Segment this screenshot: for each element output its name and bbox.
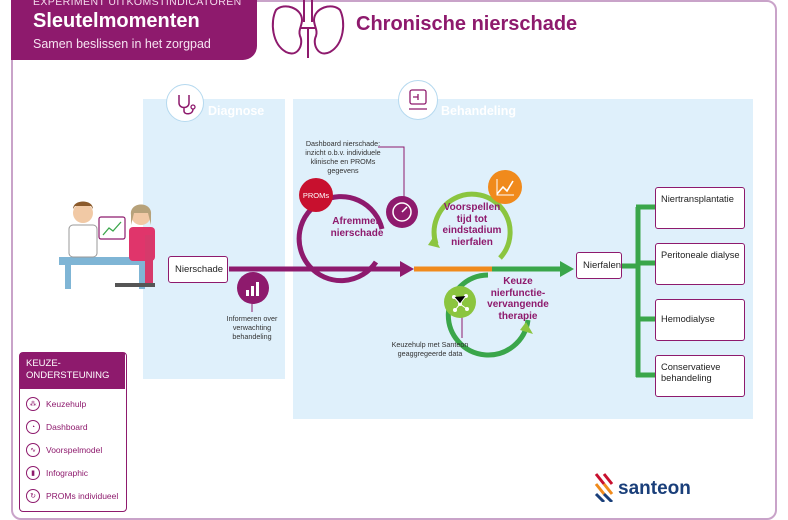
dashboard-note: Dashboard nierschade: inzicht o.b.v. ind… xyxy=(305,139,381,175)
proms-label: PROMs xyxy=(302,190,330,200)
santeon-logo-text: santeon xyxy=(618,478,691,499)
option-peritoneale-dialyse: Peritoneale dialyse xyxy=(655,243,745,285)
legend-label: Dashboard xyxy=(46,422,88,432)
voorspelmodel-icon: ∿ xyxy=(26,443,40,457)
legend-label: Keuzehulp xyxy=(46,399,87,409)
voorspellen-label: Voorspellen tijd tot eindstadium nierfal… xyxy=(442,202,502,248)
header-supertitle: EXPERIMENT UITKOMSTINDICATOREN xyxy=(33,0,242,8)
keuzehulp-note: Keuzehulp met Santeon geaggregeerde data xyxy=(391,340,469,358)
purple-arrow-head xyxy=(400,261,414,277)
afremmen-ring xyxy=(296,194,385,284)
stethoscope-icon xyxy=(166,84,204,122)
voorspellen-ring xyxy=(431,191,513,260)
legend-item-keuzehulp: ⁂ Keuzehulp xyxy=(26,396,86,412)
green-arrow-head xyxy=(560,261,574,277)
keuzehulp-icon: ⁂ xyxy=(26,397,40,411)
treatment-icon xyxy=(398,80,438,120)
santeon-logo-mark xyxy=(594,473,614,502)
legend-title: KEUZE-ONDERSTEUNING xyxy=(20,353,125,389)
behandeling-title: Behandeling xyxy=(441,104,517,118)
legend-panel: KEUZE-ONDERSTEUNING ⁂ Keuzehulp ◔ Dashbo… xyxy=(19,352,127,512)
doctor-patient-illustration xyxy=(59,201,155,289)
diagnose-title: Diagnose xyxy=(208,104,265,118)
proms-legend-icon: ↻ xyxy=(26,489,40,503)
infographic-icon xyxy=(237,272,269,304)
legend-label: Voorspelmodel xyxy=(46,445,103,455)
legend-label: PROMs individueel xyxy=(46,491,119,501)
diagnose-panel xyxy=(143,99,285,379)
network-icon xyxy=(444,286,476,318)
legend-item-voorspelmodel: ∿ Voorspelmodel xyxy=(26,442,102,458)
gauge-icon xyxy=(386,196,418,228)
legend-item-dashboard: ◔ Dashboard xyxy=(26,419,88,435)
nierschade-box: Nierschade xyxy=(168,256,228,283)
header-subtitle: Samen beslissen in het zorgpad xyxy=(33,37,211,51)
legend-label: Infographic xyxy=(46,468,89,478)
page-title: Chronische nierschade xyxy=(356,13,578,35)
nierfalen-box: Nierfalen xyxy=(576,252,622,279)
option-niertransplantatie: Niertransplantatie xyxy=(655,187,745,229)
infographic-legend-icon: ▮ xyxy=(26,466,40,480)
dashboard-icon: ◔ xyxy=(26,420,40,434)
kidney-icon xyxy=(271,0,345,58)
keuze-label: Keuze nierfunctie-vervangende therapie xyxy=(487,276,549,322)
option-conservatieve-behandeling: Conservatieve behandeling xyxy=(655,355,745,397)
trend-chart-icon xyxy=(488,170,522,204)
header-badge: EXPERIMENT UITKOMSTINDICATOREN Sleutelmo… xyxy=(11,0,257,60)
legend-item-infographic: ▮ Infographic xyxy=(26,465,88,481)
afremmen-label: Afremmen nierschade xyxy=(330,216,384,239)
proms-badge: PROMs xyxy=(299,178,333,212)
header-title: Sleutelmomenten xyxy=(33,10,200,32)
option-hemodialyse: Hemodialyse xyxy=(655,299,745,341)
keuze-ring xyxy=(445,272,531,358)
informeren-note: Informeren over verwachting behandeling xyxy=(226,314,278,341)
